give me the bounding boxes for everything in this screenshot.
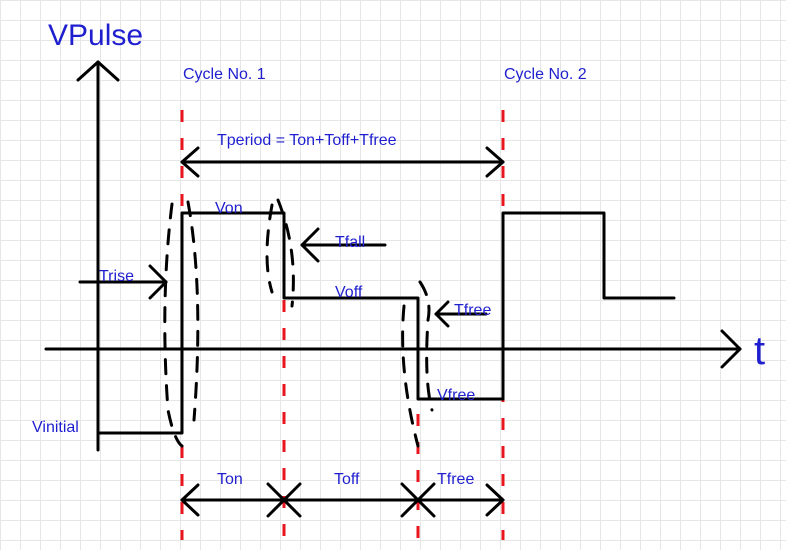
vinitial-label: Vinitial — [32, 419, 79, 436]
cycle2-label: Cycle No. 2 — [504, 66, 587, 83]
pulse-waveform — [96, 211, 676, 435]
free-transition-left — [401, 304, 420, 448]
span-cross-ton-b — [266, 482, 302, 518]
tperiod-arrowhead-right — [485, 146, 505, 178]
fall-transition-left — [265, 203, 274, 294]
tfall-arrowhead — [300, 227, 320, 263]
tfall-label: Tfall — [335, 234, 365, 251]
rise-transition-left — [163, 202, 184, 448]
von-label: Von — [215, 200, 243, 217]
toff-label: Toff — [334, 471, 360, 488]
x-axis-arrowhead — [720, 329, 742, 369]
span-arrowhead-right — [485, 483, 505, 517]
tperiod-label: Tperiod = Ton+Toff+Tfree — [217, 132, 397, 149]
tfree-span-label: Tfree — [437, 471, 474, 488]
x-axis-label: t — [754, 329, 765, 373]
tperiod-arrowhead-left — [180, 146, 200, 178]
trise-label: Trise — [99, 268, 134, 285]
ton-label: Ton — [217, 471, 243, 488]
fall-transition-right — [276, 198, 295, 308]
voff-label: Voff — [335, 284, 363, 301]
y-axis-arrowhead — [76, 60, 120, 82]
tfree-arrow-label: Tfree — [454, 302, 491, 319]
span-cross-toff-b — [400, 482, 436, 518]
free-transition-right — [418, 280, 434, 412]
rise-transition-right — [186, 200, 200, 422]
cycle1-label: Cycle No. 1 — [183, 66, 266, 83]
y-axis-label: VPulse — [48, 19, 143, 52]
tfree-arrowhead — [434, 300, 450, 328]
vfree-label: Vfree — [437, 387, 475, 404]
span-arrowhead-left — [180, 483, 200, 517]
